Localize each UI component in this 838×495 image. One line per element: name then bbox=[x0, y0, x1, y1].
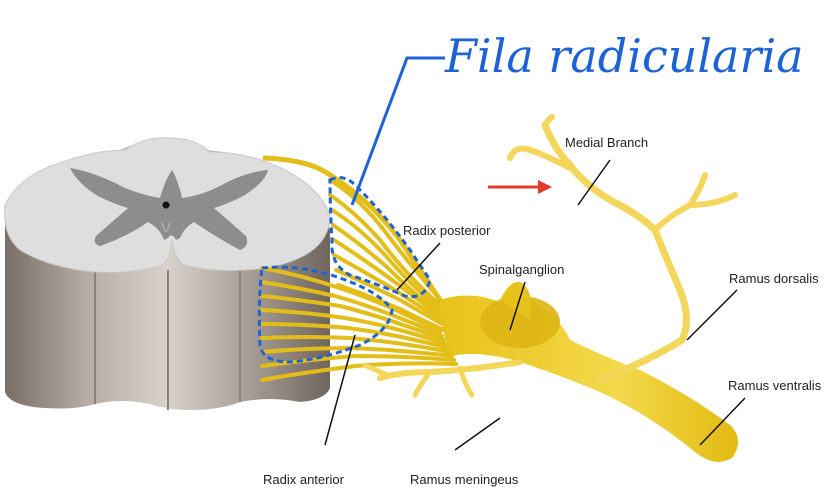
title-leader-line bbox=[352, 58, 445, 205]
label-medial-branch: Medial Branch bbox=[565, 135, 648, 150]
label-ramus-dorsalis: Ramus dorsalis bbox=[729, 271, 819, 286]
red-arrow-icon bbox=[488, 180, 552, 194]
central-canal bbox=[163, 202, 170, 209]
label-ramus-ventralis: Ramus ventralis bbox=[728, 378, 822, 393]
label-radix-anterior: Radix anterior bbox=[263, 472, 345, 487]
spinal-nerve bbox=[440, 282, 738, 462]
ramus-meningeus bbox=[365, 362, 520, 395]
label-spinalganglion: Spinalganglion bbox=[479, 262, 564, 277]
label-ramus-meningeus: Ramus meningeus bbox=[410, 472, 519, 487]
diagram-title: Fila radicularia bbox=[444, 29, 804, 83]
label-radix-posterior: Radix posterior bbox=[403, 223, 491, 238]
